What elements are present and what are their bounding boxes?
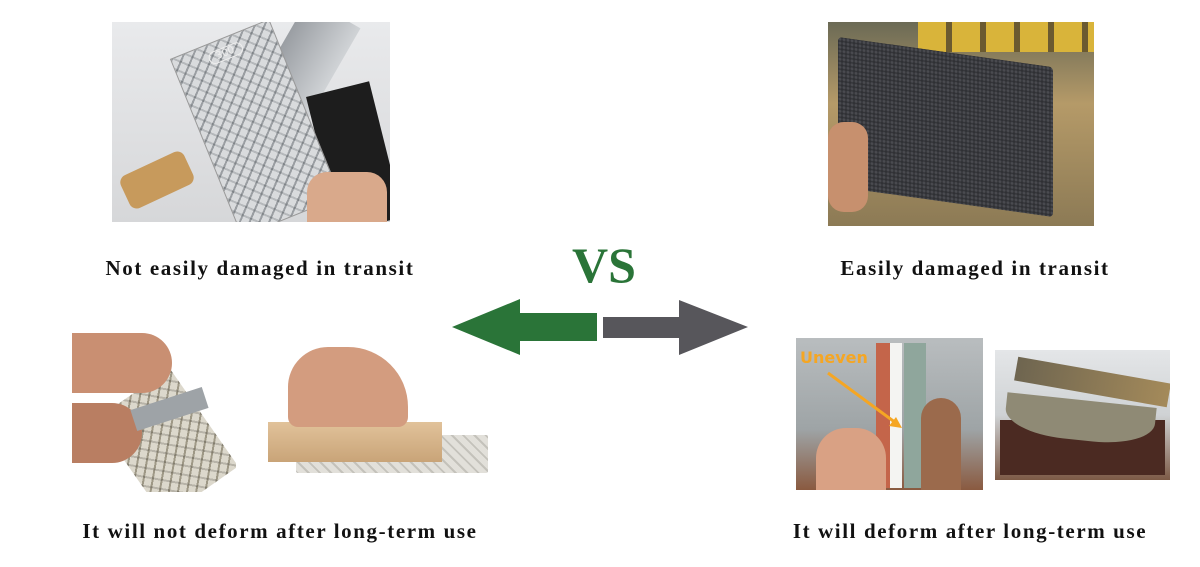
annotation-arrow-icon <box>827 371 902 428</box>
grit-label: 300 <box>206 40 245 67</box>
right-top-caption: Easily damaged in transit <box>840 256 1110 280</box>
left-arrow-icon <box>452 299 597 355</box>
uneven-stones-photo: Uneven <box>796 338 983 490</box>
uneven-annotation: Uneven <box>800 348 868 367</box>
left-bottom-caption: It will not deform after long-term use <box>82 519 478 543</box>
diamond-plate-sharpening-photo <box>72 333 236 492</box>
stone-on-plate-photo <box>268 347 490 478</box>
diamond-plate-knife-photo: 300 <box>112 22 390 222</box>
right-bottom-caption: It will deform after long-term use <box>792 519 1148 543</box>
right-arrow-icon <box>603 300 748 355</box>
left-top-caption: Not easily damaged in transit <box>105 256 415 280</box>
grooved-whetstone-photo <box>828 22 1094 226</box>
warped-stone-photo <box>995 350 1170 480</box>
vs-label: VS <box>572 237 636 293</box>
comparison-arrows <box>452 299 748 355</box>
